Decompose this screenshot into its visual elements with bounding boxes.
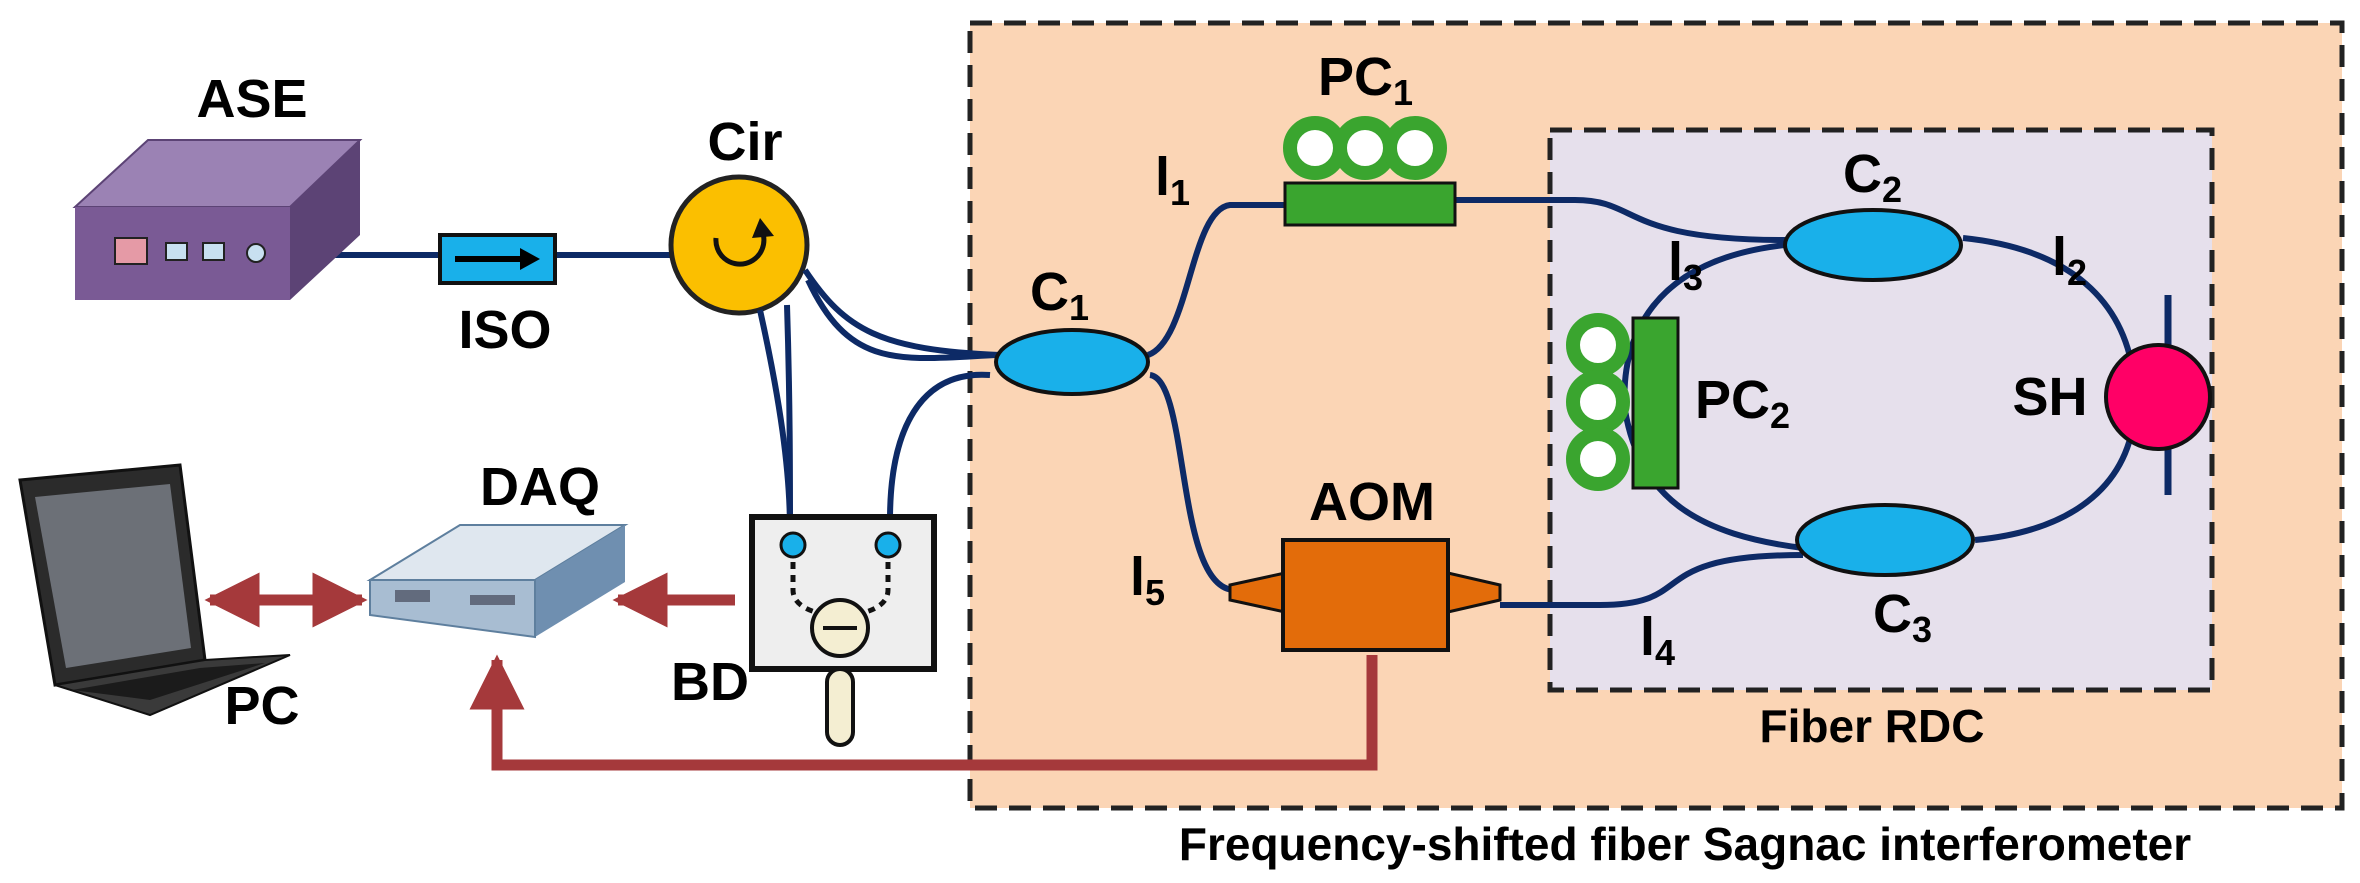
- bd-label: BD: [671, 652, 749, 712]
- l4-label: l4: [1640, 607, 1675, 673]
- laptop-icon: [18, 463, 291, 717]
- c1-label: C1: [1030, 262, 1089, 328]
- coupler-c2-icon: [1783, 208, 1963, 282]
- polarization-controller-pc2-icon: [1566, 313, 1680, 491]
- cir-label: Cir: [707, 112, 782, 172]
- daq-device-icon: [366, 524, 629, 639]
- ase-source-icon: [72, 139, 363, 300]
- sh-label: SH: [2012, 367, 2087, 427]
- balanced-detector-icon: [749, 514, 937, 747]
- pc-label: PC: [224, 676, 299, 736]
- pc2-label: PC2: [1695, 370, 1790, 436]
- fiber-links: [262, 197, 2138, 608]
- coupler-c1-icon: [994, 328, 1150, 396]
- coupler-c3-icon: [1795, 503, 1975, 577]
- sagnac-caption: Frequency-shifted fiber Sagnac interfero…: [1179, 818, 2191, 870]
- c2-label: C2: [1843, 144, 1902, 210]
- pc1-label: PC1: [1318, 47, 1413, 113]
- polarization-controller-pc1-icon: [1283, 116, 1457, 227]
- fiber-rdc-caption: Fiber RDC: [1760, 700, 1985, 752]
- ase-label: ASE: [196, 69, 307, 129]
- l2-label: l2: [2052, 227, 2087, 293]
- electrical-links: [204, 572, 1378, 771]
- daq-label: DAQ: [480, 457, 600, 517]
- iso-label: ISO: [458, 300, 551, 360]
- circulator-icon: [668, 174, 810, 316]
- aom-label: AOM: [1309, 472, 1435, 532]
- fiber-links-2: [757, 268, 1001, 531]
- isolator-icon: [438, 233, 557, 285]
- l5-label: l5: [1130, 547, 1165, 613]
- l1-label: l1: [1155, 147, 1190, 213]
- aom-icon: [1228, 538, 1502, 652]
- aom-daq-link: [469, 654, 1378, 771]
- c3-label: C3: [1873, 584, 1932, 650]
- l3-label: l3: [1668, 232, 1703, 298]
- shutter-icon: [2104, 295, 2212, 495]
